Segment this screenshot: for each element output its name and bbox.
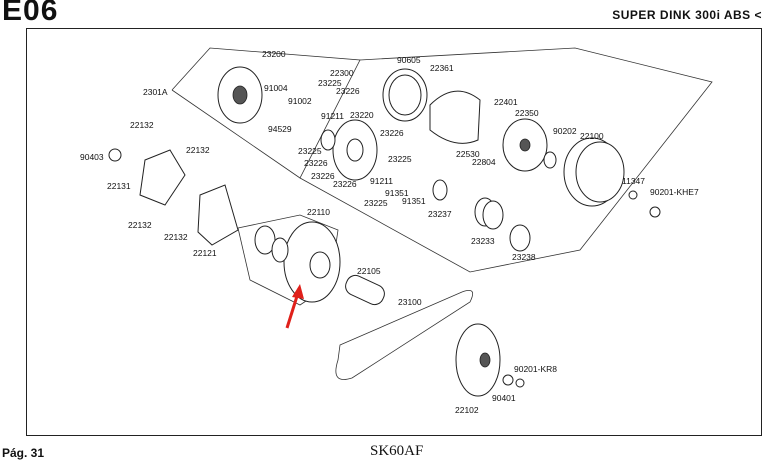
part-label-22350: 22350 xyxy=(515,108,539,118)
part-label-22102: 22102 xyxy=(455,405,479,415)
part-label-90201-KR8: 90201-KR8 xyxy=(514,364,557,374)
part-label-23237: 23237 xyxy=(428,209,452,219)
part-label-23225-d: 23225 xyxy=(364,198,388,208)
catalog-code: SK60AF xyxy=(370,443,424,459)
part-label-23225-a: 23225 xyxy=(318,78,342,88)
red-pointer-arrow xyxy=(285,284,304,329)
part-label-23226-a: 23226 xyxy=(336,86,360,96)
part-label-23233: 23233 xyxy=(471,236,495,246)
part-label-90403: 90403 xyxy=(80,152,104,162)
drive-face-drum xyxy=(320,119,378,181)
clutch-cover-plate xyxy=(217,66,263,124)
part-label-23226-b: 23226 xyxy=(304,158,328,168)
part-label-22132-b: 22132 xyxy=(186,145,210,155)
part-label-90202: 90202 xyxy=(553,126,577,136)
part-label-22401: 22401 xyxy=(494,97,518,107)
part-label-23238: 23238 xyxy=(512,252,536,262)
part-label-22121: 22121 xyxy=(193,248,217,258)
part-label-23225-c: 23225 xyxy=(388,154,412,164)
spacer-rings xyxy=(432,179,531,252)
part-label-90401: 90401 xyxy=(492,393,516,403)
clutch-shoes xyxy=(429,90,481,144)
weight-rollers-plate xyxy=(197,184,239,246)
drive-belt xyxy=(335,289,474,380)
model-title: SUPER DINK 300i ABS < xyxy=(612,8,762,22)
section-code: E06 xyxy=(2,0,59,27)
part-label-22105: 22105 xyxy=(357,266,381,276)
part-label-91211-b: 91211 xyxy=(370,176,393,186)
clutch-outer-drum xyxy=(563,137,625,207)
part-label-23226-c: 23226 xyxy=(380,128,404,138)
part-label-23226-d: 23226 xyxy=(311,171,335,181)
part-label-91351-a: 91351 xyxy=(385,188,409,198)
part-label-22530: 22530 xyxy=(456,149,480,159)
part-label-91004: 91004 xyxy=(264,83,288,93)
part-label-22132-a: 22132 xyxy=(130,120,154,130)
part-label-91002: 91002 xyxy=(288,96,312,106)
part-label-23220: 23220 xyxy=(350,110,374,120)
part-label-94529: 94529 xyxy=(268,124,292,134)
ramp-plate xyxy=(139,149,186,206)
part-label-2301A: 2301A xyxy=(143,87,168,97)
part-label-22804: 22804 xyxy=(472,157,496,167)
page-number: Pág. 31 xyxy=(2,446,45,460)
part-label-23226-e: 23226 xyxy=(333,179,357,189)
part-label-22110: 22110 xyxy=(307,207,330,217)
seal-90202 xyxy=(543,151,557,169)
part-label-91211-a: 91211 xyxy=(321,111,344,121)
part-label-22132-c: 22132 xyxy=(128,220,152,230)
part-label-23225-b: 23225 xyxy=(298,146,322,156)
part-label-22300: 22300 xyxy=(330,68,354,78)
part-label-91351-b: 91351 xyxy=(402,196,426,206)
diagram-frame xyxy=(26,28,762,436)
fan-pulley xyxy=(455,323,501,397)
part-number-labels: 23200 2301A 91004 91002 94529 22300 9060… xyxy=(80,49,699,415)
part-label-90605: 90605 xyxy=(397,55,421,65)
part-label-22131: 22131 xyxy=(107,181,131,191)
part-label-22100: 22100 xyxy=(580,131,604,141)
part-label-90201-KHE7: 90201-KHE7 xyxy=(650,187,699,197)
movable-drive-face xyxy=(254,221,341,303)
part-label-22361: 22361 xyxy=(430,63,454,73)
part-label-23200: 23200 xyxy=(262,49,286,59)
clutch-plate xyxy=(502,118,548,172)
gasket-ring xyxy=(382,68,428,122)
part-label-22132-d: 22132 xyxy=(164,232,188,242)
nut-washer xyxy=(108,148,661,388)
collar-22105 xyxy=(345,274,385,306)
part-label-23100: 23100 xyxy=(398,297,422,307)
part-label-11347: 11347 xyxy=(622,176,645,186)
